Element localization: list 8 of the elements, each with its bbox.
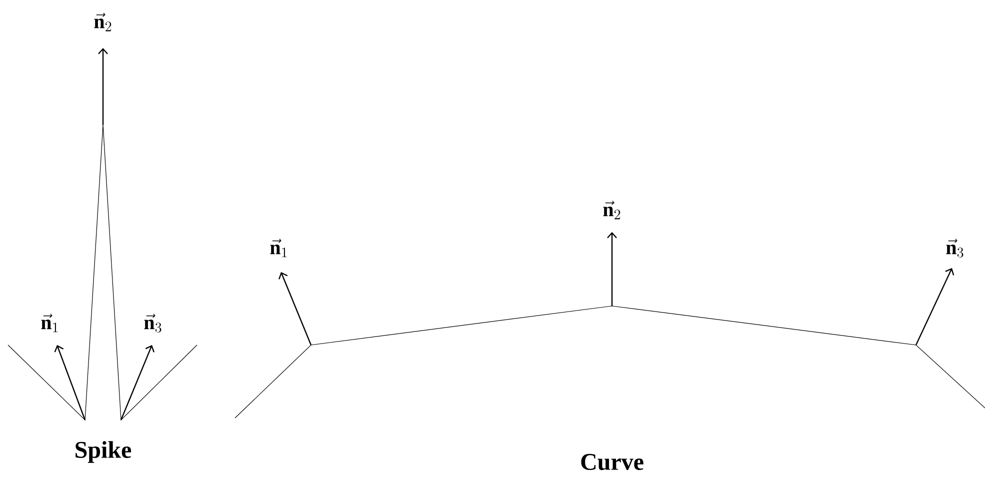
vector-label: $\vec{\mathbf{n}}_3$: [144, 314, 162, 332]
vector-label: $\vec{\mathbf{n}}_2$: [603, 200, 620, 220]
vector-label: $\vec{\mathbf{n}}_3$: [946, 238, 964, 258]
vector-label: $\vec{\mathbf{n}}_2$: [94, 12, 112, 32]
vector-label: $\vec{\mathbf{n}}_1$: [270, 238, 287, 258]
panel-title: Curve: [581, 454, 644, 470]
vector-label: $\vec{\mathbf{n}}_1$: [41, 314, 58, 332]
panel-title: Spike: [76, 441, 132, 463]
